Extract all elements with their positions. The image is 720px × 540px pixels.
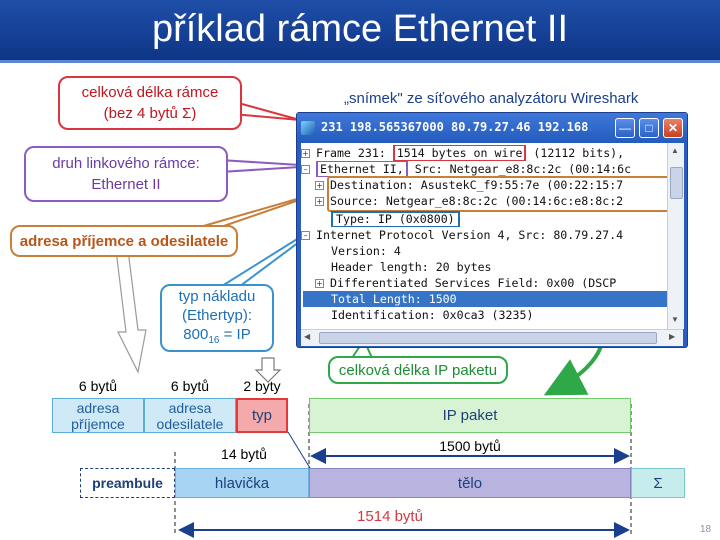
size-label-src: 6 bytů	[170, 378, 210, 394]
payload-base-subscript: 16	[208, 334, 220, 346]
callout-payload-line2: (Ethertyp):	[181, 306, 253, 324]
tree-row-version-text: Version: 4	[331, 244, 401, 258]
payload-value: 800	[183, 325, 209, 343]
title-bar	[0, 0, 720, 63]
address-hollow-arrow	[115, 249, 147, 374]
payload-equals: = IP	[219, 325, 251, 343]
frame-bytes-label: 1514 bytů	[357, 508, 423, 525]
tree-row-frame-rest: (12112 bits),	[526, 146, 625, 160]
expand-plus-icon[interactable]: +	[315, 279, 324, 288]
vertical-scrollbar[interactable]: ▲ ▼	[667, 143, 684, 329]
tree-row-identification-text: Identification: 0x0ca3 (3235)	[331, 308, 534, 322]
slide-title: příklad rámce Ethernet II	[151, 8, 569, 50]
block-src-address: adresa odesilatele	[144, 398, 236, 433]
callout-ip-length: celková délka IP paketu	[328, 356, 508, 384]
scroll-left-arrow-icon[interactable]: ◀	[304, 332, 311, 341]
expand-plus-icon[interactable]: +	[301, 149, 310, 158]
callout-frame-type-line1: druh linkového rámce:	[52, 155, 200, 172]
packet-detail-tree: + Frame 231: 1514 bytes on wire (12112 bi…	[301, 143, 684, 346]
tree-row-header-length-text: Header length: 20 bytes	[331, 260, 492, 274]
callout-frame-length: celková délka rámce (bez 4 bytů Σ)	[58, 76, 242, 130]
callout-addresses: adresa příjemce a odesilatele	[10, 225, 238, 257]
tree-row-ipv4-text: Internet Protocol Version 4, Src: 80.79.…	[316, 228, 624, 242]
wireshark-window: 231 198.565367000 80.79.27.46 192.168...…	[296, 112, 688, 348]
tree-row-destination-text: Destination: AsustekC_f9:55:7e (00:22:15…	[330, 178, 624, 192]
tree-row-source[interactable]: + Source: Netgear_e8:8c:2c (00:14:6c:e8:8…	[315, 193, 667, 209]
tree-row-type-text: Type: IP (0x0800)	[331, 211, 460, 227]
frame-block-body-label: tělo	[457, 474, 483, 492]
size-label-dst: 6 bytů	[78, 378, 118, 394]
wireshark-titlebar[interactable]: 231 198.565367000 80.79.27.46 192.168...…	[297, 113, 687, 143]
frame-block-preamble-label: preambule	[92, 475, 163, 491]
callout-addresses-label: adresa příjemce a odesilatele	[19, 232, 229, 250]
block-dst-address: adresa příjemce	[52, 398, 144, 433]
address-highlight-box	[327, 176, 681, 212]
tree-row-dsf[interactable]: + Differentiated Services Field: 0x00 (DS…	[315, 275, 667, 291]
frame-block-header-label: hlavička	[214, 474, 270, 492]
scroll-right-arrow-icon[interactable]: ▶	[669, 332, 676, 341]
expand-plus-icon[interactable]: +	[315, 181, 324, 190]
block-src-line2: odesilatele	[156, 415, 224, 432]
tree-row-type[interactable]: Type: IP (0x0800)	[331, 211, 667, 227]
tree-row-frame[interactable]: + Frame 231: 1514 bytes on wire (12112 bi…	[301, 145, 667, 161]
tree-row-ipv4[interactable]: –Internet Protocol Version 4, Src: 80.79…	[301, 227, 667, 243]
header-bytes-label: 14 bytů	[221, 446, 267, 462]
frame-block-body: tělo	[309, 468, 631, 498]
tree-row-destination[interactable]: + Destination: AsustekC_f9:55:7e (00:22:1…	[315, 177, 667, 193]
wireshark-fin-icon	[301, 121, 315, 135]
maximize-button[interactable]: □	[639, 118, 659, 138]
frame-block-preamble: preambule	[80, 468, 175, 498]
tree-row-identification[interactable]: Identification: 0x0ca3 (3235)	[331, 307, 667, 323]
horizontal-scrollbar[interactable]: ◀ ▶	[301, 329, 683, 346]
tree-row-frame-bytes: 1514 bytes on wire	[392, 145, 527, 161]
tree-row-ethernet-rest: Src: Netgear_e8:8c:2c (00:14:6c	[407, 162, 632, 176]
type-to-header-line	[287, 431, 311, 469]
wireshark-window-title: 231 198.565367000 80.79.27.46 192.168...…	[321, 120, 591, 134]
collapse-minus-icon[interactable]: –	[301, 165, 310, 174]
scroll-hthumb[interactable]	[319, 332, 657, 344]
close-button[interactable]: ✕	[663, 118, 683, 138]
block-src-line1: adresa	[168, 399, 212, 416]
frame-block-checksum-label: Σ	[653, 474, 663, 492]
callout-frame-type-line2: Ethernet II	[91, 176, 161, 193]
tree-row-header-length[interactable]: Header length: 20 bytes	[331, 259, 667, 275]
tree-row-total-length-text: Total Length: 1500	[331, 292, 457, 306]
tree-row-source-text: Source: Netgear_e8:8c:2c (00:14:6c:e8:8c…	[330, 194, 624, 208]
callout-payload-type: typ nákladu (Ethertyp): 80016 = IP	[160, 284, 274, 352]
callout-payload-line1: typ nákladu	[178, 287, 256, 305]
block-dst-line1: adresa	[76, 399, 120, 416]
scroll-up-arrow-icon[interactable]: ▲	[671, 146, 679, 155]
callout-ip-length-label: celková délka IP paketu	[338, 361, 498, 379]
callout-payload-line3: 80016 = IP	[183, 325, 250, 350]
block-dst-line2: příjemce	[71, 415, 125, 432]
block-type: typ	[236, 398, 288, 433]
scroll-down-arrow-icon[interactable]: ▼	[671, 315, 679, 324]
type-hollow-arrow	[254, 357, 282, 383]
tree-row-total-length[interactable]: Total Length: 1500	[303, 291, 667, 307]
expand-plus-icon[interactable]: +	[315, 197, 324, 206]
tree-row-ethernet-type: Ethernet II,	[316, 161, 408, 177]
callout-frame-length-line1: celková délka rámce	[81, 84, 219, 101]
collapse-minus-icon[interactable]: –	[301, 231, 310, 240]
frame-block-header: hlavička	[175, 468, 309, 498]
block-ip-packet-label: IP paket	[442, 407, 498, 424]
tree-row-version[interactable]: Version: 4	[331, 243, 667, 259]
wireshark-caption: „snímek" ze síťového analyzátoru Wiresha…	[344, 90, 639, 107]
callout-frame-type: druh linkového rámce: Ethernet II	[24, 146, 228, 202]
ip-bytes-label: 1500 bytů	[439, 438, 501, 454]
size-label-type: 2 byty	[243, 378, 281, 394]
callout-frame-length-line2: (bez 4 bytů Σ)	[103, 105, 197, 122]
scroll-thumb[interactable]	[670, 167, 683, 199]
block-ip-packet: IP paket	[309, 398, 631, 433]
tree-row-frame-prefix: Frame 231:	[316, 146, 393, 160]
slide-number: 18	[700, 524, 712, 535]
block-type-label: typ	[251, 407, 272, 424]
minimize-button[interactable]: —	[615, 118, 635, 138]
tree-row-dsf-text: Differentiated Services Field: 0x00 (DSC…	[330, 276, 617, 290]
frame-block-checksum: Σ	[631, 468, 685, 498]
tree-row-ethernet[interactable]: –Ethernet II, Src: Netgear_e8:8c:2c (00:…	[301, 161, 667, 177]
